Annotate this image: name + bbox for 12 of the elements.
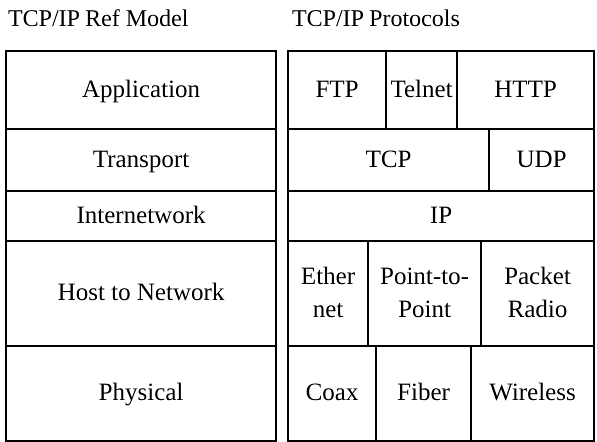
- layer-box: Host to Network: [5, 240, 277, 347]
- layer-box: Transport: [5, 128, 277, 192]
- layer-box: Wireless: [470, 345, 595, 442]
- layer-box: IP: [287, 190, 595, 242]
- column-heading: TCP/IP Protocols: [292, 6, 460, 33]
- layer-box: Physical: [5, 345, 277, 442]
- layer-box: Coax: [287, 345, 377, 442]
- layer-box: Internetwork: [5, 190, 277, 242]
- layer-box: FTP: [287, 50, 387, 130]
- layer-box: Application: [5, 50, 277, 130]
- layer-box: HTTP: [456, 50, 595, 130]
- column-heading: TCP/IP Ref Model: [8, 6, 188, 33]
